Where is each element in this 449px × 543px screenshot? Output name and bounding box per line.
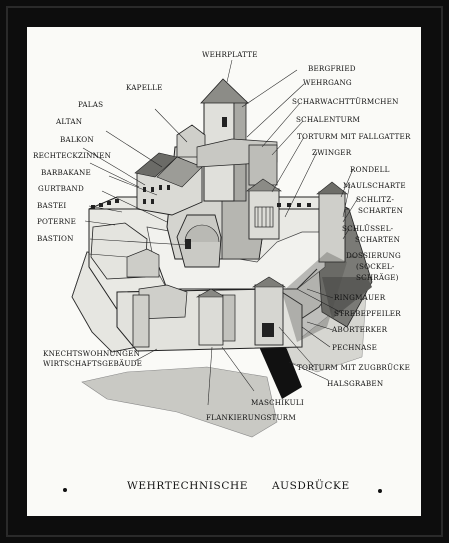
label-dossierung-2: (SOCKEL- — [356, 262, 395, 271]
label-schluesselscharten-1: SCHLÜSSEL- — [342, 224, 394, 233]
label-torturm-zugbruecke: TORTURM MIT ZUGBRÜCKE — [297, 363, 411, 372]
label-pechnase: PECHNASE — [332, 343, 378, 352]
pin-hole-left — [63, 488, 67, 492]
label-kapelle: KAPELLE — [126, 83, 163, 92]
label-knechtswohnungen: KNECHTSWOHNUNGEN — [43, 349, 141, 358]
label-halsgraben: HALSGRABEN — [327, 379, 384, 388]
label-zwinger: ZWINGER — [312, 148, 352, 157]
label-gurtband: GURTBAND — [38, 184, 85, 193]
label-bergfried: BERGFRIED — [308, 64, 356, 73]
poster-paper: WEHRPLATTE BERGFRIED WEHRGANG KAPELLE SC… — [27, 27, 421, 516]
label-schlitzscharten-2: SCHARTEN — [358, 206, 404, 215]
label-bastion: BASTION — [37, 234, 74, 243]
label-rondell: RONDELL — [350, 165, 390, 174]
label-ringmauer: RINGMAUER — [334, 293, 386, 302]
label-palas: PALAS — [78, 100, 104, 109]
label-schluesselscharten-2: SCHARTEN — [355, 235, 401, 244]
label-maschikuli: MASCHIKULI — [251, 398, 304, 407]
poster-title-part2: AUSDRÜCKE — [271, 480, 350, 492]
label-wehrgang: WEHRGANG — [303, 78, 352, 87]
poster-title-part1: WEHRTECHNISCHE — [127, 480, 248, 492]
label-maulscharte: MAULSCHARTE — [343, 181, 406, 190]
label-schlitzscharten-1: SCHLITZ- — [356, 195, 395, 204]
label-barbakane: BARBAKANE — [41, 168, 91, 177]
label-dossierung-3: SCHRÄGE) — [356, 273, 399, 282]
poster-title: WEHRTECHNISCHE AUSDRÜCKE — [127, 480, 350, 492]
label-scharwachttuermchen: SCHARWACHTTÜRMCHEN — [292, 97, 399, 106]
label-bastei: BASTEI — [37, 201, 67, 210]
pin-hole-right — [378, 489, 382, 493]
frame-bevel — [6, 6, 443, 537]
label-strebepfeiler: STREBEPFEILER — [334, 309, 401, 318]
label-schalenturm: SCHALENTURM — [296, 115, 361, 124]
label-torturm-fallgatter: TORTURM MIT FALLGATTER — [297, 132, 411, 141]
label-balkon: BALKON — [60, 135, 94, 144]
label-flankierungsturm: FLANKIERUNGSTURM — [206, 413, 296, 422]
castle-illustration — [71, 59, 373, 438]
label-aborterker: ABORTERKER — [332, 325, 388, 334]
label-altan: ALTAN — [56, 117, 83, 126]
label-poterne: POTERNE — [37, 217, 77, 226]
label-wehrplatte: WEHRPLATTE — [202, 50, 258, 59]
label-dossierung-1: DOSSIERUNG — [346, 251, 401, 260]
label-rechteckzinnen: RECHTECKZINNEN — [33, 151, 112, 160]
label-wirtschaftsgebaeude: WIRTSCHAFTSGEBÄUDE — [43, 359, 143, 368]
